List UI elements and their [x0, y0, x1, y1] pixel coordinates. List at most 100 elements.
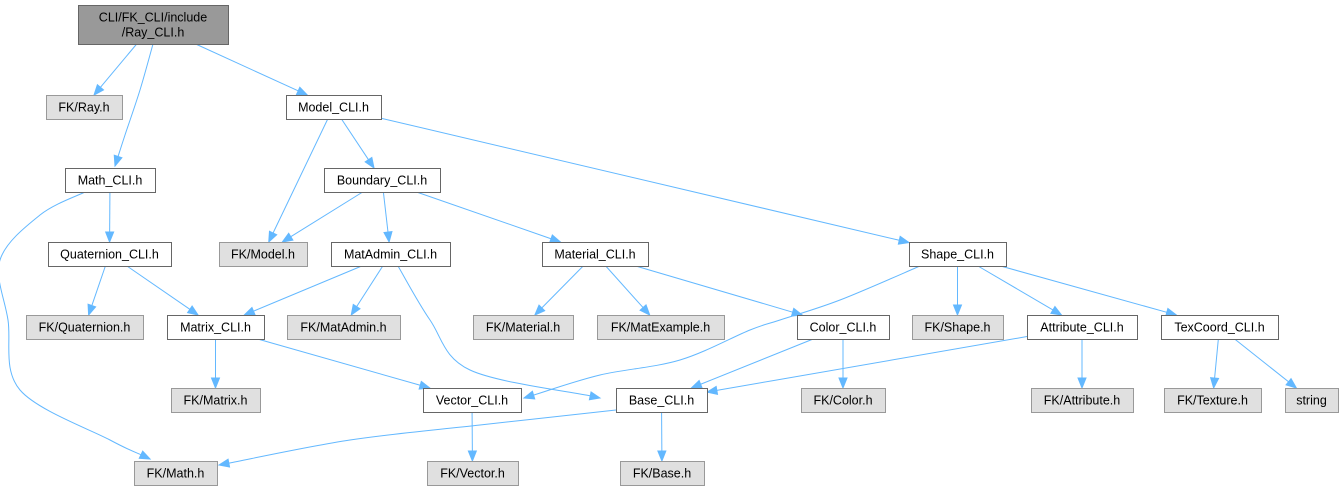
edge-math_cli-to-quaternion_cli — [104, 191, 115, 244]
arrowhead-icon — [522, 390, 536, 400]
edge-line — [91, 265, 106, 306]
node-matrix-cli[interactable]: Matrix_CLI.h — [167, 315, 265, 340]
node-boundary-cli[interactable]: Boundary_CLI.h — [324, 168, 441, 193]
node-label: FK/Texture.h — [1177, 394, 1248, 408]
node-fk-ray: FK/Ray.h — [46, 95, 123, 120]
edge-line — [977, 265, 1054, 311]
node-box — [65, 168, 156, 193]
arrowhead-icon — [210, 377, 221, 390]
node-quaternion-cli[interactable]: Quaternion_CLI.h — [48, 242, 172, 267]
node-label: /Ray_CLI.h — [122, 26, 185, 40]
edge-line — [253, 265, 362, 312]
edge-texcoord_cli-to-fk_texture — [1209, 338, 1220, 390]
node-label: FK/Quaternion.h — [39, 321, 131, 335]
node-box — [1161, 315, 1279, 340]
arrowhead-icon — [104, 231, 115, 244]
node-label: FK/Attribute.h — [1044, 394, 1120, 408]
arrowhead-icon — [657, 450, 667, 463]
node-fk-quaternion: FK/Quaternion.h — [26, 315, 144, 340]
node-label: FK/Material.h — [486, 321, 560, 335]
edge-line — [1234, 338, 1289, 383]
node-fk-model: FK/Model.h — [219, 242, 308, 267]
edge-math_cli-to-fk_math — [0, 191, 152, 460]
node-box — [909, 242, 1007, 267]
arrowhead-icon — [952, 304, 963, 317]
edge-model_cli-to-boundary_cli — [341, 118, 375, 170]
node-fk-material: FK/Material.h — [473, 315, 574, 340]
node-box — [331, 242, 451, 267]
edge-line — [1000, 265, 1167, 313]
arrowhead-icon — [186, 305, 200, 316]
node-label: FK/Math.h — [147, 467, 205, 481]
arrowhead-icon — [138, 450, 152, 460]
edge-shape_cli-to-texcoord_cli — [1000, 265, 1178, 317]
edge-base_cli-to-fk_math — [217, 409, 617, 468]
node-fk-attribute: FK/Attribute.h — [1031, 388, 1134, 413]
node-label: Model_CLI.h — [298, 101, 369, 115]
node-base-cli[interactable]: Base_CLI.h — [616, 388, 708, 413]
node-label: FK/Shape.h — [924, 321, 990, 335]
edge-line — [380, 117, 900, 241]
node-shape-cli[interactable]: Shape_CLI.h — [909, 242, 1007, 267]
arrowhead-icon — [1285, 377, 1298, 389]
node-box — [46, 95, 123, 120]
arrowhead-icon — [1077, 377, 1087, 390]
edge-boundary_cli-to-fk_model — [281, 191, 363, 243]
edge-shape_cli-to-fk_shape — [952, 266, 963, 317]
node-fk-math: FK/Math.h — [134, 461, 218, 486]
node-color-cli[interactable]: Color_CLI.h — [797, 315, 890, 340]
node-string: string — [1285, 388, 1339, 413]
edge-color_cli-to-base_cli — [690, 338, 814, 389]
node-box — [287, 315, 401, 340]
arrowhead-icon — [93, 83, 105, 97]
node-vector-cli[interactable]: Vector_CLI.h — [423, 388, 522, 413]
edge-line — [126, 265, 191, 310]
node-label: Matrix_CLI.h — [180, 321, 251, 335]
node-label: FK/Vector.h — [440, 467, 505, 481]
edge-line — [228, 409, 617, 464]
node-label: TexCoord_CLI.h — [1174, 321, 1264, 335]
node-label: CLI/FK_CLI/include — [99, 11, 207, 25]
node-label: Math_CLI.h — [78, 174, 143, 188]
edge-texcoord_cli-to-string — [1234, 338, 1298, 389]
node-material-cli[interactable]: Material_CLI.h — [542, 242, 649, 267]
node-box — [620, 461, 705, 486]
node-fk-shape: FK/Shape.h — [912, 315, 1004, 340]
nodes: CLI/FK_CLI/include/Ray_CLI.hFK/Ray.h Mode… — [26, 5, 1339, 486]
edge-material_cli-to-fk_matexample — [605, 265, 651, 317]
node-matadmin-cli[interactable]: MatAdmin_CLI.h — [331, 242, 451, 267]
arrowhead-icon — [243, 306, 256, 316]
arrowhead-icon — [350, 303, 361, 317]
edge-line — [716, 336, 1028, 391]
edge-line — [341, 118, 369, 160]
edge-line — [416, 191, 552, 240]
node-label: Color_CLI.h — [810, 321, 877, 335]
edge-line — [382, 191, 389, 233]
arrowhead-icon — [364, 156, 375, 170]
edge-base_cli-to-fk_base — [657, 411, 667, 463]
edge-root-to-math_cli — [113, 43, 154, 168]
arrowhead-icon — [897, 235, 911, 245]
arrowhead-icon — [418, 380, 432, 390]
node-label: FK/Base.h — [633, 467, 691, 481]
edge-line — [100, 43, 138, 88]
node-box — [797, 315, 890, 340]
edge-line — [0, 191, 142, 456]
node-texcoord-cli[interactable]: TexCoord_CLI.h — [1161, 315, 1279, 340]
node-box — [1164, 388, 1262, 413]
node-box — [1031, 388, 1134, 413]
node-math-cli[interactable]: Math_CLI.h — [65, 168, 156, 193]
edge-line — [290, 191, 363, 238]
arrowhead-icon — [113, 154, 123, 168]
node-attribute-cli[interactable]: Attribute_CLI.h — [1027, 315, 1138, 340]
edge-root-to-model_cli — [195, 43, 309, 96]
node-box — [219, 242, 308, 267]
edge-root-to-fk_ray — [93, 43, 138, 97]
edge-line — [541, 265, 584, 309]
node-model-cli[interactable]: Model_CLI.h — [286, 95, 382, 120]
edge-line — [195, 43, 299, 92]
node-box — [26, 315, 144, 340]
edge-attribute_cli-to-fk_attribute — [1077, 339, 1087, 390]
edge-quaternion_cli-to-fk_quaternion — [87, 265, 106, 317]
